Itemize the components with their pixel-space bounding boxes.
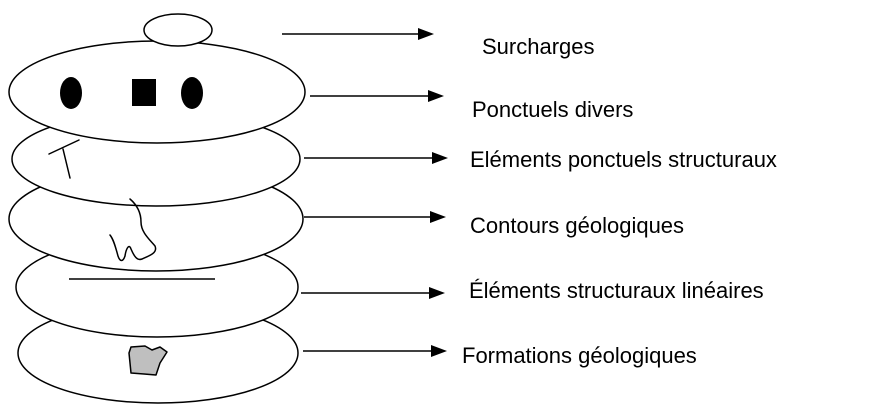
layer-label-ponctuels-divers: Ponctuels divers [472, 97, 634, 122]
contour-line-symbol [109, 198, 157, 262]
layer-ellipse-surcharges [143, 13, 213, 47]
formation-polygon-symbol [128, 345, 168, 376]
strike-dip-symbol [48, 139, 80, 179]
circle-symbol-right [181, 77, 203, 109]
arrow-formations-geologiques [303, 345, 447, 357]
square-symbol [132, 79, 156, 106]
layer-label-elements-ponctuels-structuraux: Eléments ponctuels structuraux [470, 147, 777, 172]
layer-label-formations-geologiques: Formations géologiques [462, 343, 697, 368]
arrow-elements-ponctuels-structuraux [304, 152, 448, 164]
circle-symbol-left [60, 77, 82, 109]
arrow-elements-structuraux-lineaires [301, 287, 445, 299]
layer-label-surcharges: Surcharges [482, 34, 595, 59]
layer-ellipse-ponctuels-divers [8, 40, 306, 144]
arrow-ponctuels-divers [310, 90, 444, 102]
layer-label-elements-structuraux-lineaires: Éléments structuraux linéaires [469, 278, 764, 303]
layer-label-contours-geologiques: Contours géologiques [470, 213, 685, 238]
arrow-contours-geologiques [304, 211, 446, 223]
arrow-surcharges [282, 28, 434, 40]
